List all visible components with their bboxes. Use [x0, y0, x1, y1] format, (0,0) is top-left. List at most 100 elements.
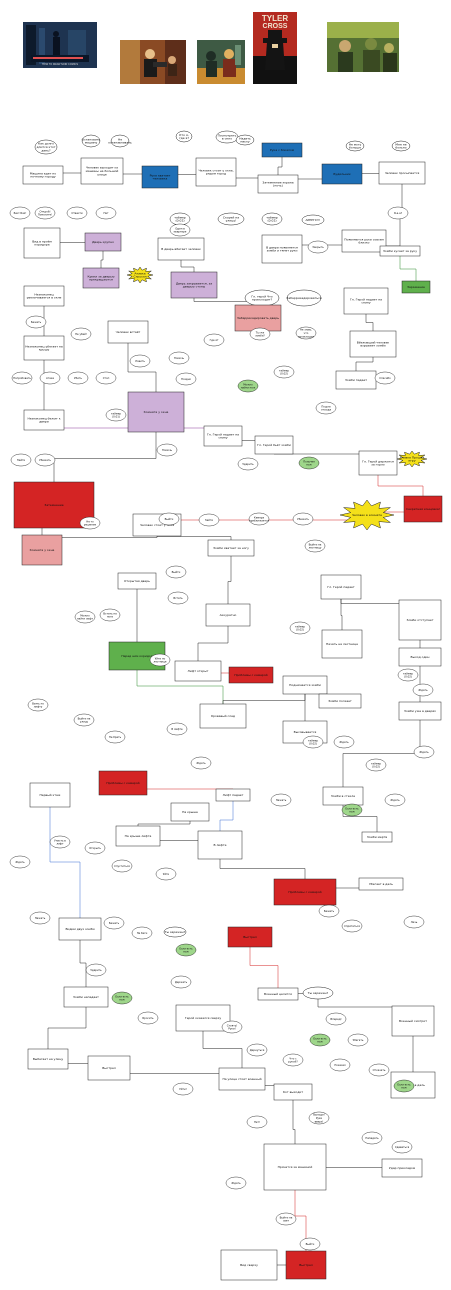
- choice-oval: Ждать: [413, 745, 435, 759]
- node-n83: Военный смотрит: [391, 1005, 435, 1037]
- choice-oval: Стоять!Руки!: [221, 1020, 243, 1034]
- svg-text:Уйти: Уйти: [163, 872, 170, 876]
- choice-oval: В лифте: [166, 722, 188, 736]
- svg-text:Не брать: Не брать: [109, 735, 122, 739]
- connector-n82-n86: [202, 1018, 243, 1080]
- svg-text:таймер(0:01): таймер(0:01): [111, 411, 121, 418]
- choice-oval: Ждать: [190, 756, 212, 770]
- connector-n77-n79: [249, 937, 279, 995]
- node-shape-n61: [321, 629, 363, 659]
- svg-text:Бежать: Бежать: [31, 320, 42, 324]
- node-n82: Герой оказался сверху: [175, 1004, 231, 1032]
- svg-text:Ты заражен?: Ты заражен?: [307, 991, 329, 995]
- svg-text:Кто я,где я?: Кто я,где я?: [179, 133, 189, 140]
- connector-n76-n81: [79, 929, 87, 998]
- choice-oval: Нажать: [270, 793, 292, 807]
- svg-text:Ждать: Ждать: [231, 1181, 241, 1185]
- node-n76: Видим двух зомби: [58, 917, 102, 941]
- node-n53: Аккуратно: [205, 603, 251, 627]
- choice-oval: Нажать: [29, 911, 51, 925]
- choice-oval: Бах! Бах!: [9, 206, 31, 220]
- svg-text:Стоп: Стоп: [103, 376, 110, 380]
- svg-text:Будильник: Будильник: [333, 172, 350, 176]
- svg-text:Начать на лестнице: Начать на лестнице: [326, 642, 358, 646]
- choice-oval: Ждать: [225, 1176, 247, 1190]
- svg-text:Зомби уже в дверях: Зомби уже в дверях: [404, 709, 436, 713]
- node-shape-n63: [398, 599, 442, 641]
- connector-n81-n84: [47, 997, 87, 1060]
- svg-text:На крыше лифта: На крыше лифта: [125, 834, 152, 838]
- svg-text:Секретная концовка!: Секретная концовка!: [406, 507, 440, 511]
- choice-oval: Выйти: [299, 1237, 321, 1251]
- node-n58: Поднимается зомби: [282, 675, 328, 695]
- node-n61: Начать на лестнице: [321, 629, 363, 659]
- svg-text:Выход один: Выход один: [411, 655, 430, 659]
- choice-oval: Убить: [67, 371, 89, 385]
- node-shape-n3: [110, 134, 130, 148]
- node-shape-n13: [261, 142, 303, 158]
- svg-text:Проблемы с камерой: Проблемы с камерой: [288, 890, 321, 894]
- node-n21: таймер(0:02): [261, 212, 283, 226]
- svg-text:Видим двух зомби: Видим двух зомби: [65, 927, 94, 931]
- svg-text:Военный смотрит: Военный смотрит: [399, 1019, 427, 1023]
- node-shape-n15: [321, 163, 363, 185]
- svg-text:Зомби нападает: Зомби нападает: [73, 995, 99, 999]
- node-shape-n76: [58, 917, 102, 941]
- svg-text:Не убей!: Не убей!: [75, 332, 87, 336]
- svg-text:На крыше: На крыше: [182, 810, 198, 814]
- choice-oval: Ударить: [85, 963, 107, 977]
- svg-text:Ждать: Ждать: [15, 860, 25, 864]
- choice-oval: Лечь: [403, 915, 425, 929]
- node-n36: Забаррикадировать дверь: [234, 304, 282, 332]
- choice-oval: Нет!: [246, 1115, 268, 1129]
- svg-text:Где я?: Где я?: [210, 338, 219, 342]
- svg-text:Я-а-а?: Я-а-а?: [394, 211, 403, 215]
- node-shape-n49: [339, 499, 395, 531]
- choice-oval: Уйти!: [172, 1082, 194, 1096]
- choice-oval: Не беги: [131, 926, 153, 940]
- node-shape-n51: [207, 539, 255, 557]
- choice-oval: Бежать: [103, 916, 125, 930]
- choice-oval: Закрыть: [307, 240, 329, 254]
- choice-oval: Найти: [10, 453, 32, 467]
- cover-image-3: [197, 40, 245, 84]
- node-n79: Военный целится: [257, 987, 299, 1001]
- node-shape-n44: [358, 450, 398, 476]
- choice-oval: Показал: [329, 1058, 351, 1072]
- node-n16: Человек просыпается: [378, 161, 426, 185]
- connector-n72-n73: [342, 796, 378, 838]
- svg-text:Ждать: Ждать: [419, 750, 429, 754]
- svg-text:таймер(0:02): таймер(0:02): [371, 761, 381, 768]
- choice-oval: Ловить: [129, 354, 151, 368]
- svg-text:Выстрел: Выстрел: [243, 935, 257, 939]
- node-shape-n59: [318, 693, 362, 709]
- choice-oval: Открой!Помогите!: [34, 206, 56, 220]
- node-n80: Ты заражен?: [302, 986, 334, 1000]
- choice-oval: Убегать: [347, 1033, 369, 1047]
- svg-text:Первый этаж: Первый этаж: [40, 793, 61, 797]
- svg-text:Помочь: Помочь: [162, 448, 173, 452]
- svg-text:Выйти: Выйти: [306, 1242, 315, 1246]
- svg-text:Удар прикладом: Удар прикладом: [389, 1166, 415, 1170]
- choice-oval: Поздно: [175, 372, 197, 386]
